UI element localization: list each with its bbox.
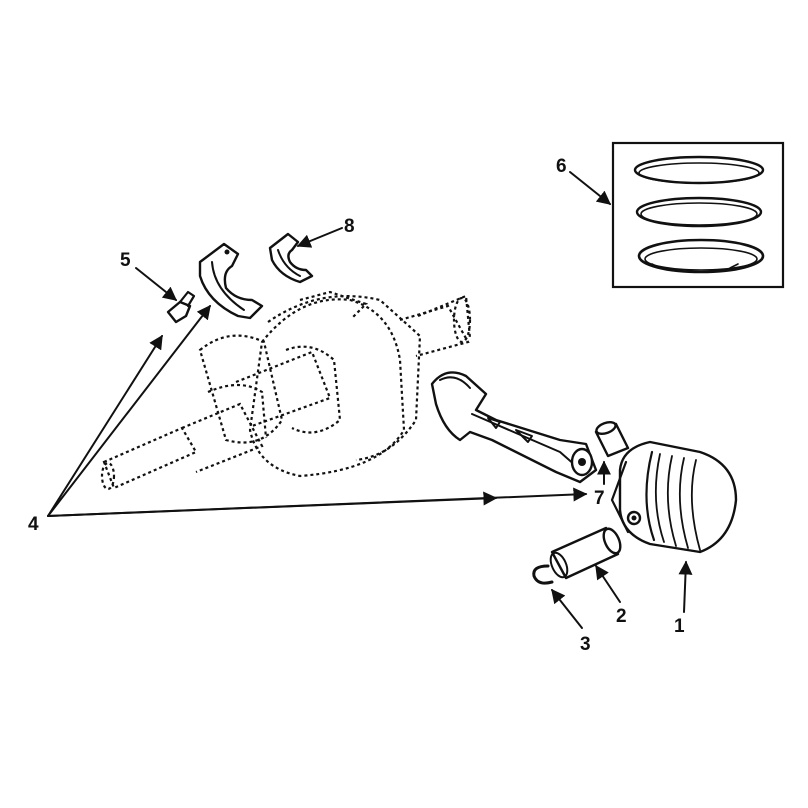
piston-ring-set xyxy=(611,141,785,289)
callout-1: 1 xyxy=(674,616,685,637)
rod-bushing xyxy=(594,420,630,458)
callout-4: 4 xyxy=(28,514,39,535)
piston xyxy=(610,440,738,554)
connecting-rod xyxy=(430,371,598,484)
callout-6: 6 xyxy=(556,156,567,177)
retaining-ring xyxy=(532,564,554,585)
callout-2: 2 xyxy=(616,606,627,627)
callout-7: 7 xyxy=(594,488,605,509)
callout-3: 3 xyxy=(580,634,591,655)
crankshaft-phantom xyxy=(100,290,472,491)
callout-5: 5 xyxy=(120,250,131,271)
piston-pin xyxy=(549,526,622,580)
rod-bearing-cap xyxy=(198,242,264,320)
bearing-insert xyxy=(268,232,314,284)
leader-lines xyxy=(47,171,693,629)
callout-8: 8 xyxy=(344,216,355,237)
cap-bolt xyxy=(166,290,196,324)
